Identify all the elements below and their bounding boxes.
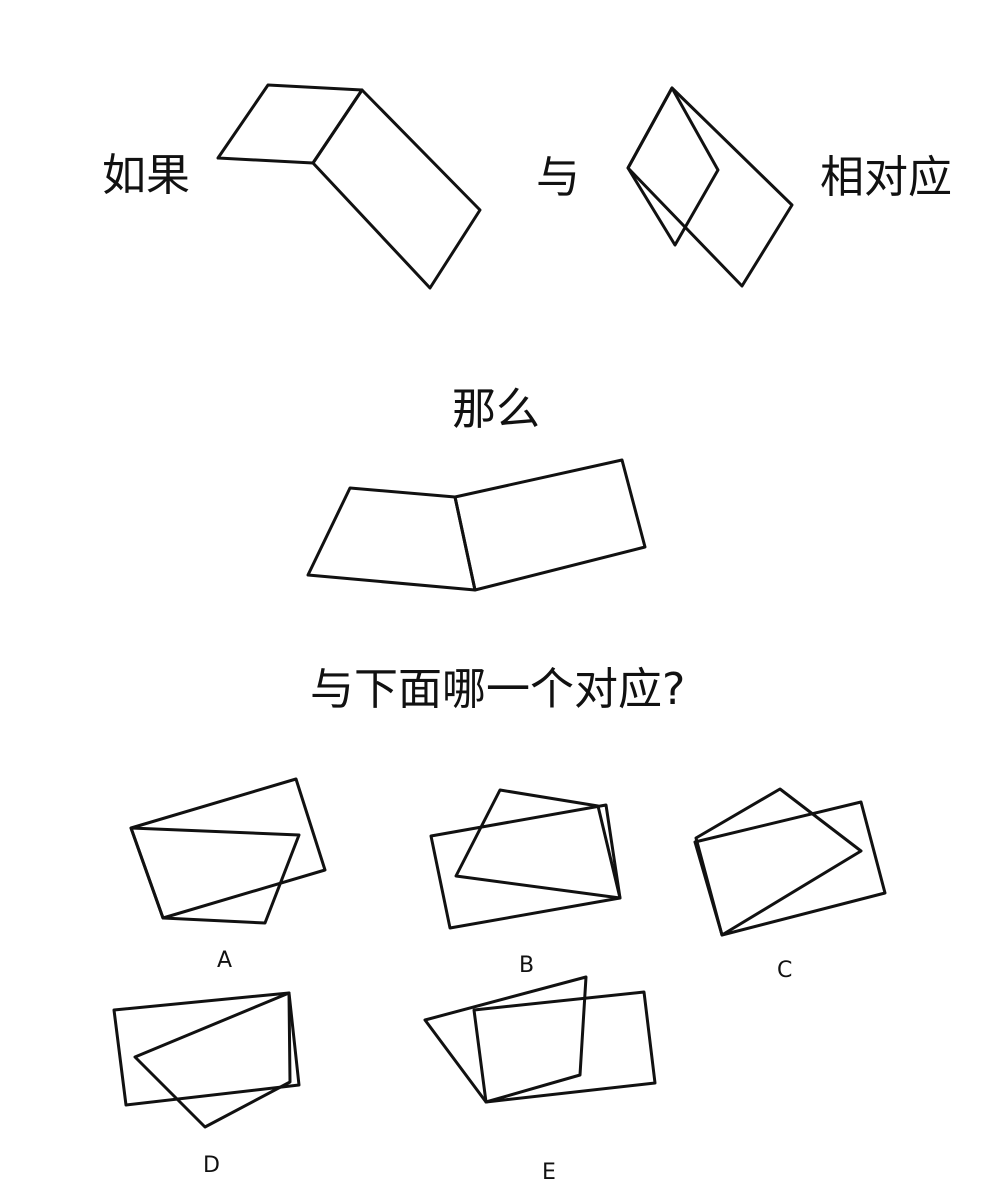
option-e-quad bbox=[423, 975, 588, 1104]
example-2-small-rhombus bbox=[626, 86, 720, 247]
example-figure-1 bbox=[216, 83, 482, 290]
option-b-quad bbox=[454, 788, 622, 900]
text-then: 那么 bbox=[452, 384, 540, 435]
option-e-rectangle bbox=[472, 990, 657, 1104]
example-1-right-panel bbox=[311, 88, 482, 290]
option-e-figure[interactable] bbox=[423, 975, 657, 1104]
given-left-panel bbox=[306, 486, 477, 592]
option-a-rectangle bbox=[129, 777, 327, 920]
text-correspond: 相对应 bbox=[820, 152, 952, 203]
option-c-label[interactable]: C bbox=[777, 958, 793, 983]
option-b-label[interactable]: B bbox=[519, 953, 535, 978]
option-d-label[interactable]: D bbox=[203, 1153, 220, 1178]
option-a-figure[interactable] bbox=[129, 777, 327, 925]
example-figure-2 bbox=[626, 86, 794, 288]
option-a-label[interactable]: A bbox=[217, 948, 233, 973]
option-b-figure[interactable] bbox=[429, 788, 622, 930]
text-with: 与 bbox=[536, 152, 580, 203]
option-a-quad bbox=[129, 826, 301, 925]
text-if: 如果 bbox=[102, 150, 190, 201]
option-d-quad bbox=[133, 991, 292, 1129]
given-right-panel bbox=[453, 458, 647, 592]
option-d-figure[interactable] bbox=[112, 991, 301, 1129]
option-c-figure[interactable] bbox=[693, 787, 887, 937]
given-figure bbox=[306, 458, 647, 592]
option-e-label[interactable]: E bbox=[542, 1160, 556, 1185]
option-d-rectangle bbox=[112, 991, 301, 1107]
option-c-quad bbox=[694, 787, 863, 937]
example-2-large-rhombus bbox=[626, 86, 794, 288]
question-text: 与下面哪一个对应? bbox=[310, 664, 686, 715]
